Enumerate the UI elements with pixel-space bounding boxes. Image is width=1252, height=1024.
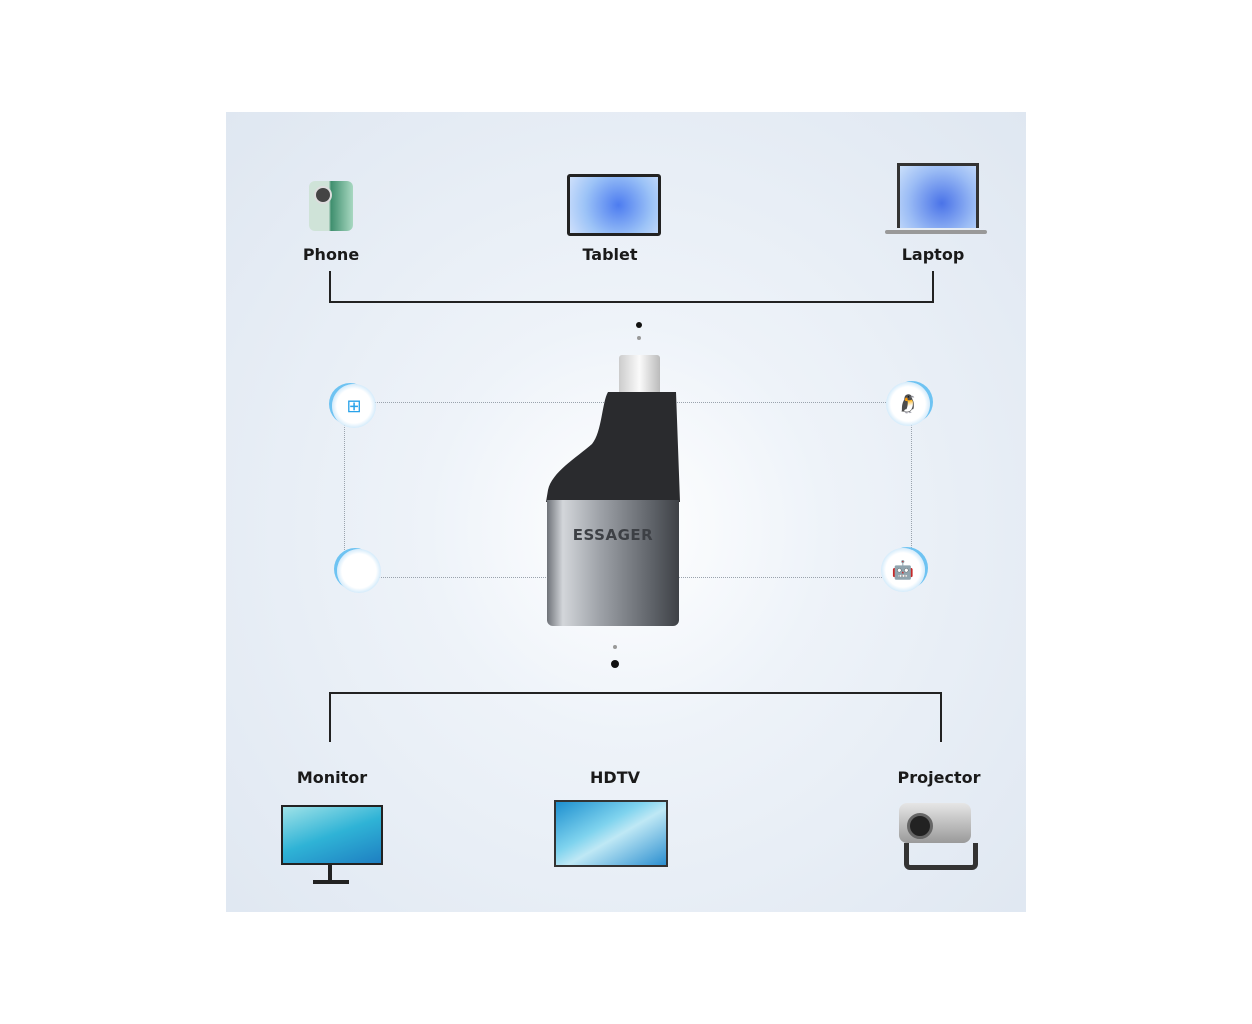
android-icon: 🤖 [881,548,925,592]
output-label-hdtv: HDTV [590,768,640,787]
projector-icon [899,803,971,843]
source-label-laptop: Laptop [901,245,965,264]
laptop-icon [897,163,979,228]
brand-logo: ESSAGER [572,526,654,544]
bracket-top [329,301,934,303]
windows-icon: ⊞ [332,384,376,428]
output-label-monitor: Monitor [296,768,368,787]
apple-icon [337,549,381,593]
phone-icon [309,181,353,231]
monitor-icon [281,805,383,865]
tablet-icon [567,174,661,236]
usb-c-plug [619,355,660,397]
tv-icon [554,800,668,867]
source-label-phone: Phone [302,245,360,264]
source-label-tablet: Tablet [582,245,638,264]
adapter-black-top [546,392,680,502]
bracket-bottom [329,692,942,694]
output-label-projector: Projector [897,768,981,787]
linux-icon: 🐧 [886,382,930,426]
